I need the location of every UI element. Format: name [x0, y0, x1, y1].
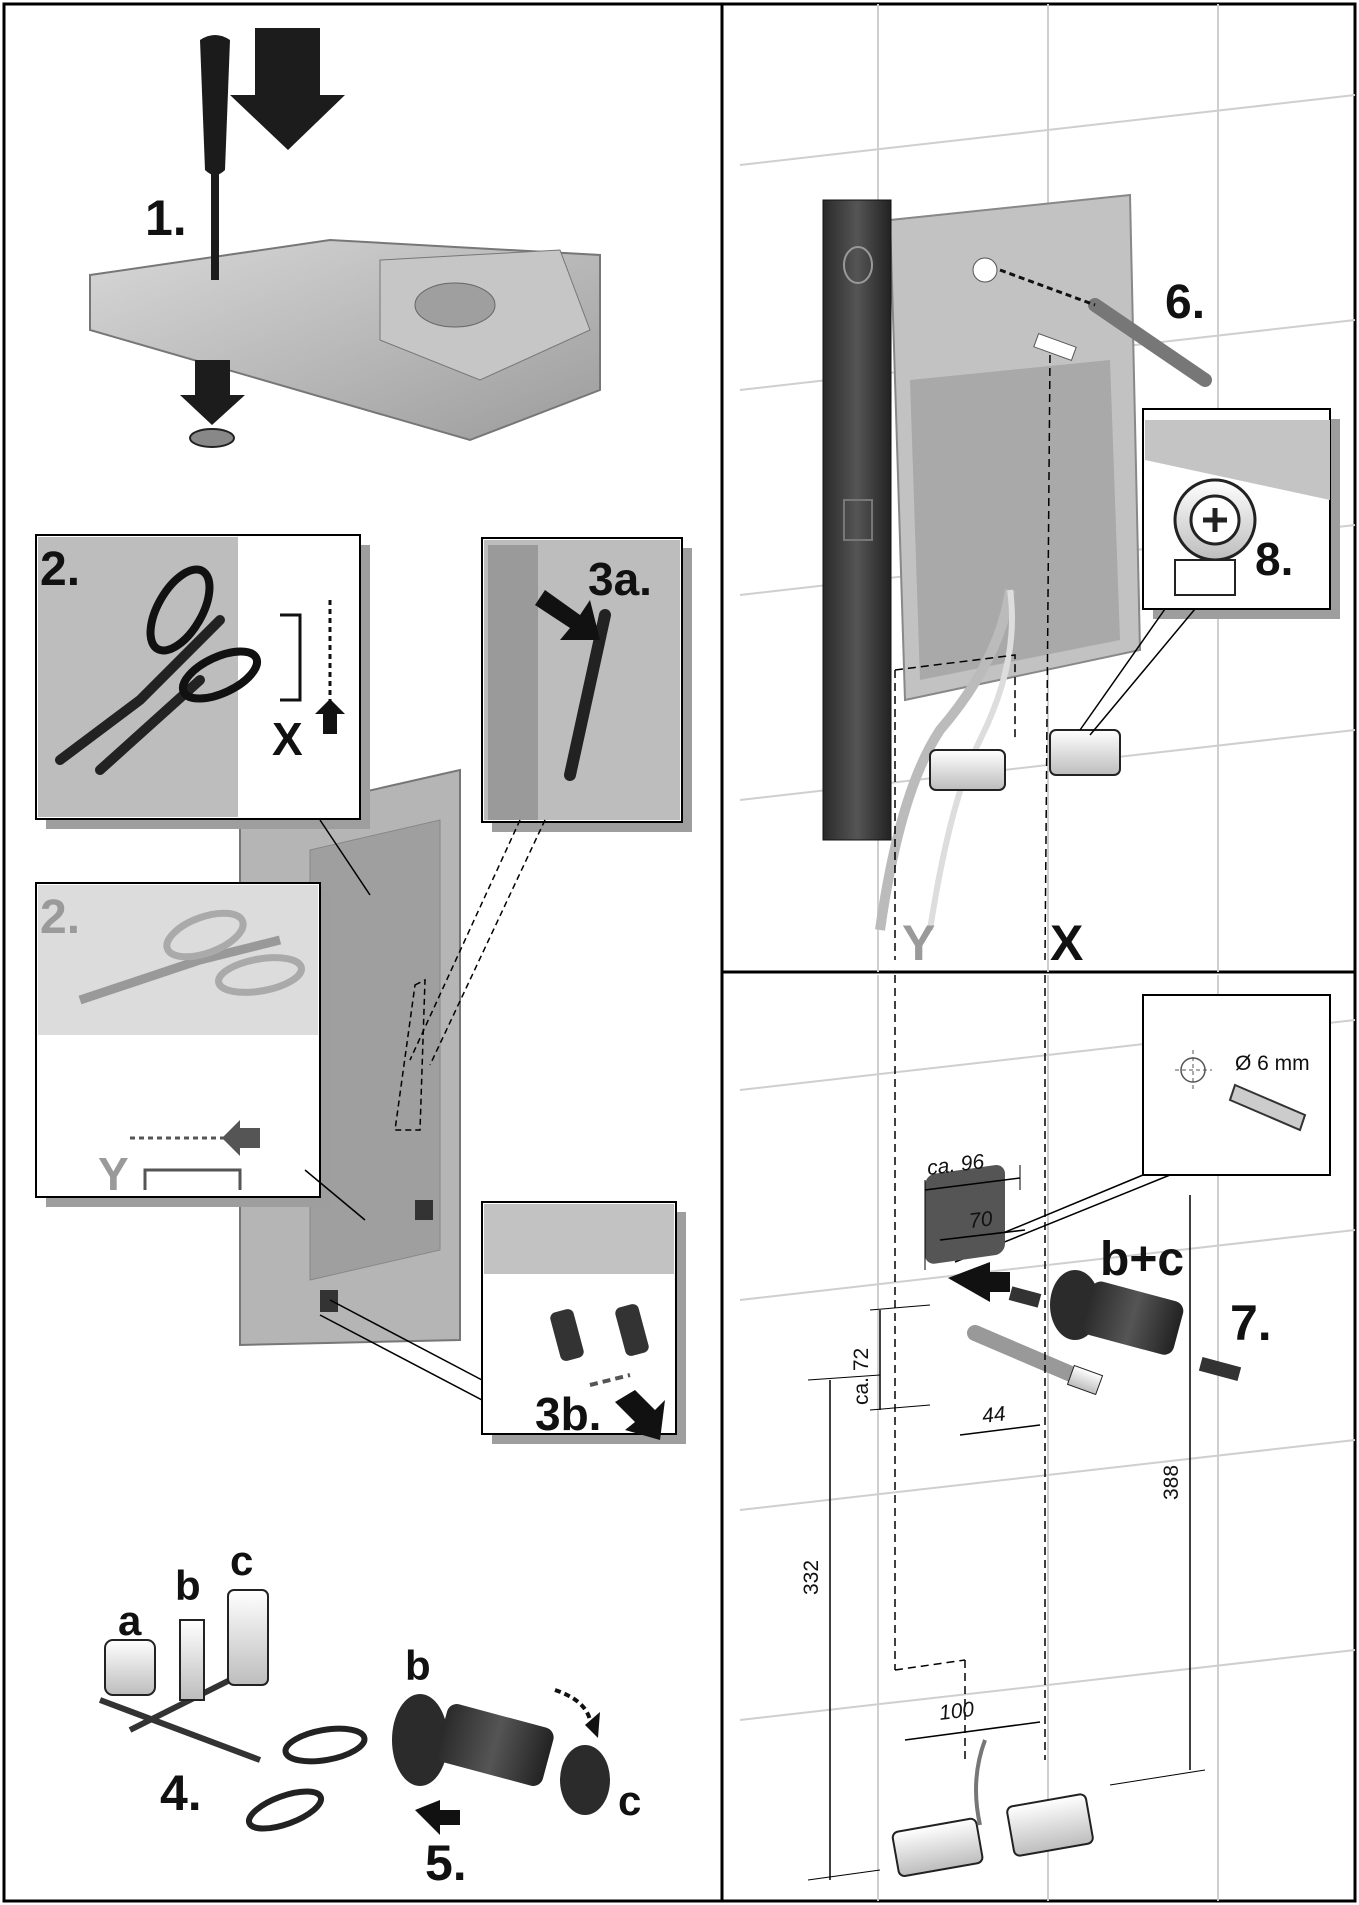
- part-a-icon: [104, 1639, 156, 1696]
- rotate-arrow-icon: [585, 1712, 600, 1738]
- inset-marker-y: Y: [98, 1148, 129, 1200]
- left-arrow-icon: [222, 1120, 260, 1156]
- step-5-group: b c 5.: [392, 1642, 641, 1891]
- push-left-arrow-icon: [415, 1800, 460, 1835]
- water-fitting-left: [929, 749, 1006, 791]
- fitting-bottom-left: [891, 1817, 984, 1877]
- dim-100: 100: [938, 1698, 976, 1725]
- water-fitting-right: [1049, 729, 1121, 776]
- cable-bottom: [974, 1739, 987, 1826]
- wall-plug-icon: [1008, 1286, 1042, 1308]
- drill-inset: [1142, 994, 1331, 1176]
- cable-gland-icon: [550, 1309, 584, 1361]
- step-7-group: Ø 6 mm ca. 96 70 ca. 72 44: [800, 975, 1331, 1881]
- dim-70: 70: [968, 1207, 994, 1233]
- spirit-level-icon: [822, 199, 892, 841]
- step-3a-inset: 3a.: [394, 537, 692, 1131]
- step-3b-inset: 3b.: [319, 1201, 686, 1444]
- step-2-label-bottom: 2.: [40, 891, 80, 944]
- drill-diameter: Ø 6 mm: [1235, 1052, 1310, 1075]
- step-2-x-inset: 2. X: [35, 534, 371, 896]
- diagonal-arrow-icon: [535, 590, 600, 640]
- step-7-label: 7.: [1230, 1295, 1272, 1351]
- fitting-bottom-right: [1006, 1793, 1094, 1857]
- cable-gland-icon-2: [615, 1304, 649, 1356]
- drill-bit-icon: [1228, 1083, 1307, 1132]
- scissors-faded-icon: [78, 935, 282, 1005]
- step-6-label: 6.: [1165, 276, 1205, 329]
- dim-332: 332: [800, 1560, 823, 1595]
- step-4-group: a b c 4.: [98, 1537, 368, 1832]
- screwdriver-shaft-icon: [211, 170, 219, 280]
- up-arrow-icon: [315, 699, 345, 734]
- step-4-label: 4.: [160, 1765, 202, 1821]
- part-b-nut-icon: [392, 1694, 448, 1786]
- screw-icon: [1198, 1357, 1242, 1381]
- step-6-group: 6. Y X: [822, 193, 1212, 971]
- cable-y: [875, 589, 1015, 931]
- mounting-plate: [925, 1165, 1005, 1264]
- part-bc-label: b+c: [1100, 1233, 1184, 1286]
- wall-marker-y: Y: [902, 915, 935, 971]
- part-b-label: b: [175, 1562, 201, 1609]
- part-c-label: c: [230, 1537, 253, 1584]
- step-1-group: 1.: [89, 28, 601, 448]
- part-c-label-step5: c: [618, 1777, 641, 1824]
- part-bc-icon: [1081, 1281, 1184, 1355]
- down-arrow-icon: [180, 360, 245, 425]
- step-3b-label: 3b.: [535, 1388, 601, 1440]
- wall-marker-x: X: [1050, 915, 1083, 971]
- part-c-sleeve-icon: [436, 1704, 554, 1786]
- housing-cable-outlet: [414, 282, 496, 328]
- dim-44: 44: [981, 1402, 1007, 1428]
- scissors-small-icon: [98, 1677, 262, 1763]
- part-c-icon: [227, 1589, 269, 1686]
- down-right-arrow-icon: [615, 1390, 665, 1440]
- cable-clip-icon: [564, 609, 611, 781]
- part-a-label: a: [118, 1597, 142, 1644]
- screwdriver-handle-icon: [200, 35, 230, 175]
- step-3a-label: 3a.: [588, 553, 652, 605]
- push-arrow-icon: [230, 28, 345, 150]
- step-8-inset: 8.: [1079, 408, 1340, 736]
- step-2-y-inset: 2. Y: [35, 882, 366, 1221]
- inset-marker-x: X: [272, 713, 303, 765]
- insert-arrow-icon: [948, 1262, 1010, 1302]
- part-b-icon: [179, 1619, 205, 1701]
- part-b-label-step5: b: [405, 1642, 431, 1689]
- step-8-label: 8.: [1255, 533, 1293, 585]
- pencil-icon: [1088, 298, 1212, 387]
- step-1-label: 1.: [145, 190, 187, 246]
- dim-388: 388: [1160, 1465, 1183, 1500]
- step-5-label: 5.: [425, 1835, 467, 1891]
- knockout-plug-icon: [189, 428, 235, 448]
- step-2-label-top: 2.: [40, 543, 80, 596]
